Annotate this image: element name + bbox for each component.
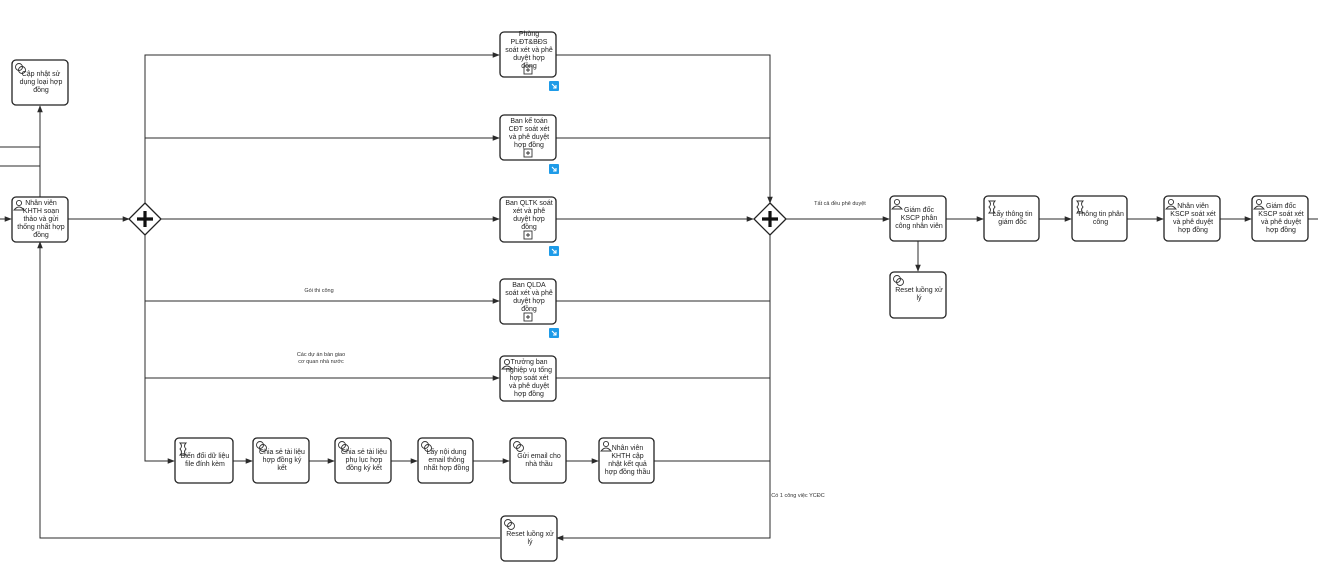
task-giam-doc-kscp-soat-xet[interactable]: Giám đốc KSCP soát xét và phê duyệt hợp …: [1258, 202, 1304, 234]
user-icon: [501, 358, 513, 370]
task-ban-qltk[interactable]: Ban QLTK soát xét và phê duyệt hợp đồng: [505, 200, 553, 231]
task-ban-ke-toan-cdt[interactable]: Ban kế toán CĐT soát xét và phê duyệt hợ…: [508, 118, 550, 149]
gear-icon: [421, 441, 432, 452]
subprocess-marker-icon: [523, 148, 533, 158]
subprocess-marker-icon: [523, 230, 533, 240]
task-nhan-vien-khth-soan-thao[interactable]: Nhân viên KHTH soạn thảo và gửi thống nh…: [17, 199, 65, 239]
flow-label-cac-du-an: Các dự án bàn giao cơ quan nhà nước: [296, 352, 346, 365]
task-gui-email-nha-thau[interactable]: Gửi email cho nhà thầu: [517, 452, 561, 468]
user-icon: [600, 440, 612, 452]
sequence-flows: [37, 52, 1318, 541]
task-thong-tin-phan-cong[interactable]: Thông tin phân công: [1077, 210, 1124, 226]
drill-down-icon[interactable]: [549, 246, 559, 256]
task-nhan-vien-kscp-soat-xet[interactable]: Nhân viên KSCP soát xét và phê duyệt hợp…: [1170, 202, 1216, 234]
task-chia-se-tai-lieu-phu-luc[interactable]: Chia sẻ tài liệu phụ lục hợp đồng ký kết: [341, 448, 387, 472]
gear-icon: [504, 519, 515, 530]
gear-icon: [893, 275, 904, 286]
subprocess-marker-icon: [523, 65, 533, 75]
task-cap-nhat-loai-hop-dong[interactable]: Cập nhật sử dụng loại hợp đồng: [19, 70, 63, 94]
gear-icon: [513, 441, 524, 452]
user-icon: [1165, 198, 1177, 210]
gear-icon: [256, 441, 267, 452]
task-bien-doi-du-lieu[interactable]: Biến đổi dữ liệu file đính kèm: [180, 452, 230, 468]
task-lay-noi-dung-email[interactable]: Lấy nội dung email thông nhất hợp đồng: [423, 448, 470, 472]
task-phong-pldt-bds[interactable]: Phòng PLĐT&BĐS soát xét và phê duyệt hợp…: [505, 31, 553, 70]
task-reset-luong-xu-ly-bottom[interactable]: Reset luồng xử lý: [506, 530, 554, 546]
user-icon: [891, 198, 903, 210]
task-giam-doc-kscp-phan-cong[interactable]: Giám đốc KSCP phân công nhân viên: [895, 206, 943, 230]
task-truong-ban-nghiep-vu[interactable]: Trưởng ban nghiệp vụ tổng hợp soát xét v…: [506, 358, 552, 398]
parallel-gateway-join[interactable]: [753, 202, 787, 236]
subprocess-marker-icon: [523, 312, 533, 322]
task-shapes: [11, 31, 1309, 562]
drill-down-icon[interactable]: [549, 81, 559, 91]
script-icon: [987, 200, 997, 214]
drill-down-icon[interactable]: [549, 328, 559, 338]
gear-icon: [15, 63, 26, 74]
task-reset-luong-xu-ly-right[interactable]: Reset luồng xử lý: [895, 287, 943, 302]
flow-label-goi-thi-cong: Gói thi công: [304, 288, 334, 294]
task-nhan-vien-khth-cap-nhat[interactable]: Nhân viên KHTH cập nhật kết quả hợp đồng…: [604, 444, 651, 476]
user-icon: [1253, 198, 1265, 210]
script-icon: [1075, 200, 1085, 214]
gear-icon: [338, 441, 349, 452]
parallel-gateway-split[interactable]: [128, 202, 162, 236]
task-lay-thong-tin-giam-doc[interactable]: Lấy thông tin giám đốc: [992, 210, 1033, 226]
flow-label-co-1-cong-viec: Có 1 công việc YCĐC: [771, 493, 825, 499]
script-icon: [178, 442, 188, 456]
user-icon: [13, 199, 25, 211]
flow-label-tat-ca-phe-duyet: Tất cả đều phê duyệt: [814, 201, 866, 207]
task-ban-qlda[interactable]: Ban QLDA soát xét và phê duyệt hợp đồng: [505, 282, 553, 313]
drill-down-icon[interactable]: [549, 164, 559, 174]
task-chia-se-tai-lieu-hop-dong[interactable]: Chia sẻ tài liệu hợp đồng ký kết: [259, 448, 305, 472]
